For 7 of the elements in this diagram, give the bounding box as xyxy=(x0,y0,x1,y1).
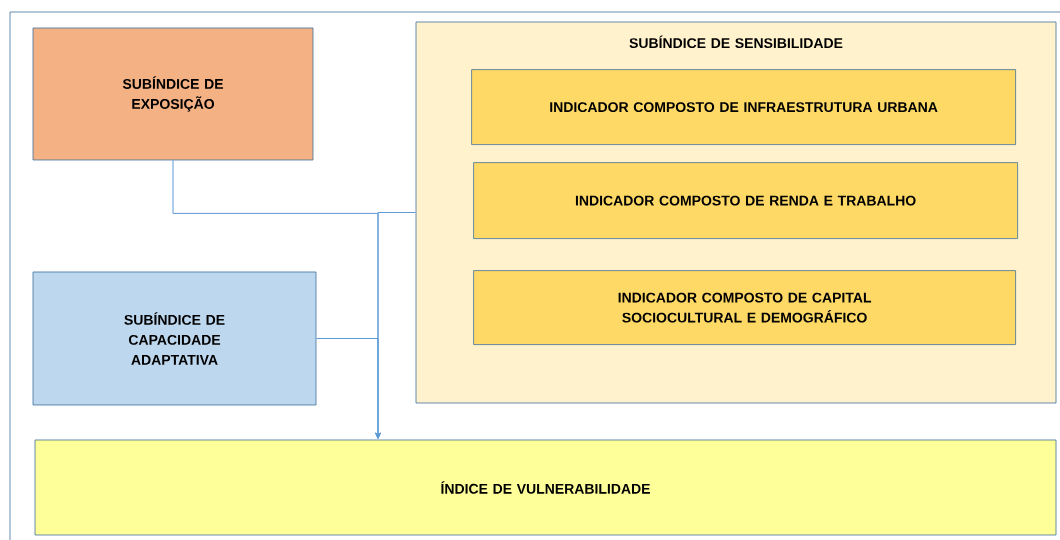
process-box: INDICADOR COMPOSTO DE CAPITAL SOCIOCULTURAL E DEMOGRÁFICO xyxy=(473,270,1016,345)
arrow xyxy=(315,338,381,439)
process-box: ÍNDICE DE VULNERABILIDADE xyxy=(34,439,1057,536)
process-box: SUBÍNDICE DE EXPOSIÇÃO xyxy=(32,27,314,161)
process-box: SUBÍNDICE DE CAPACIDADE ADAPTATIVA xyxy=(32,271,317,406)
process-box: INDICADOR COMPOSTO DE INFRAESTRUTURA URBANA xyxy=(471,69,1016,145)
process-box: INDICADOR COMPOSTO DE RENDA E TRABALHO xyxy=(473,162,1018,239)
